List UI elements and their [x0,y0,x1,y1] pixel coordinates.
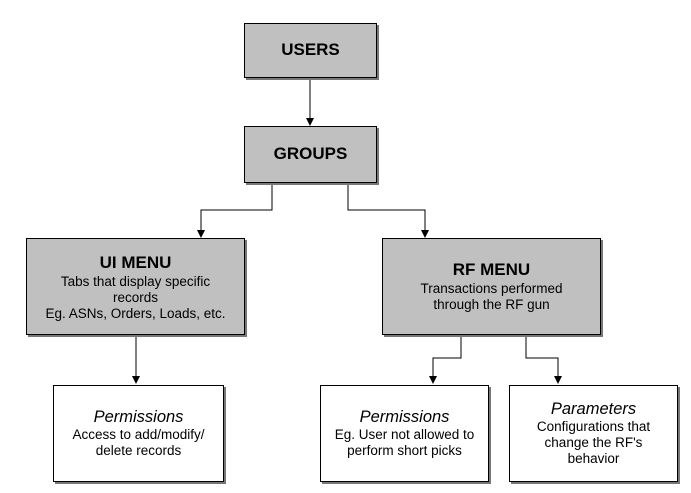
rf-menu-desc-line1: Transactions performed [420,281,563,297]
users-title: USERS [281,40,340,60]
connector-rf-menu-to-parameters [525,336,562,384]
connector-ui-menu-to-permissions [132,336,140,384]
ui-menu-desc-line2: records [112,290,158,306]
connector-rf-menu-to-permissions [429,336,462,384]
connector-groups-to-rf-menu [347,184,429,238]
ui-permissions-desc-line2: delete records [95,443,182,458]
ui-permissions-title: Permissions [93,408,184,426]
rf-permissions-box: Permissions Eg. User not allowed to perf… [320,385,489,482]
ui-permissions-box: Permissions Access to add/modify/ delete… [53,385,224,482]
rf-parameters-title: Parameters [550,400,637,418]
rf-menu-box: RF MENU Transactions performed through t… [382,238,601,335]
rf-permissions-desc-line1: Eg. User not allowed to [334,427,475,442]
ui-permissions-desc-line1: Access to add/modify/ [72,427,205,442]
users-box: USERS [244,23,377,78]
rf-parameters-box: Parameters Configurations that change th… [509,385,678,482]
groups-box: GROUPS [244,126,377,183]
ui-menu-desc-line1: Tabs that display specific [60,274,211,290]
rf-menu-title: RF MENU [452,259,531,279]
rf-permissions-desc-line2: perform short picks [347,443,462,458]
connector-users-to-groups [306,79,314,126]
connector-groups-to-ui-menu [197,184,273,238]
rf-menu-desc-line2: through the RF gun [433,297,550,313]
ui-menu-desc-line3: Eg. ASNs, Orders, Loads, etc. [45,306,226,322]
rf-parameters-desc-line1: Configurations that [536,419,651,434]
rf-permissions-title: Permissions [359,408,450,426]
rf-parameters-desc-line3: behavior [567,451,620,466]
groups-title: GROUPS [273,144,348,164]
rf-parameters-desc-line2: change the RF's [544,435,643,450]
ui-menu-box: UI MENU Tabs that display specific recor… [26,238,245,335]
ui-menu-title: UI MENU [99,252,172,272]
